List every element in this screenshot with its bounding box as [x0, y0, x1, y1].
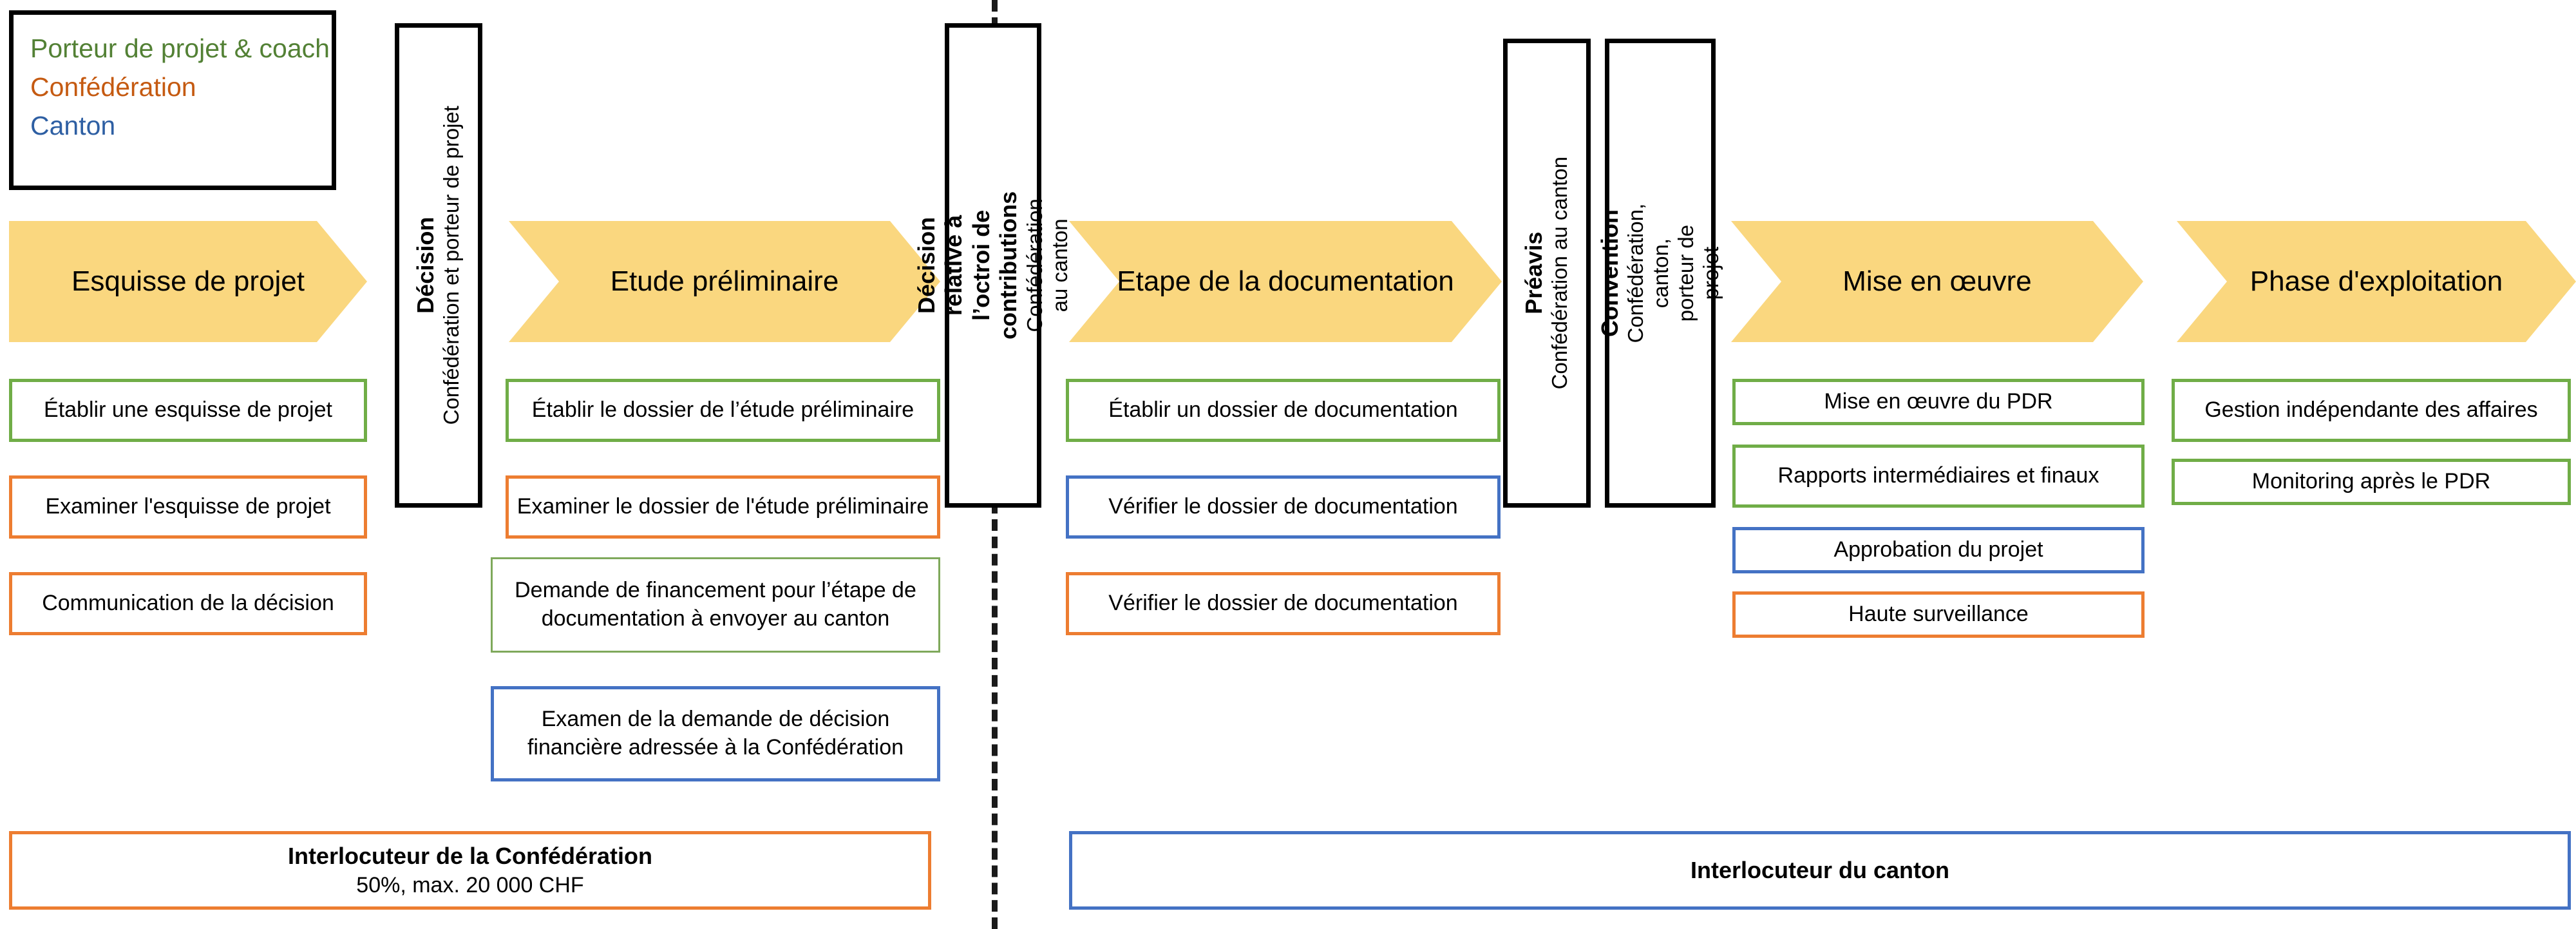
- gate-box-preavis: Préavis Confédération au canton: [1503, 39, 1591, 508]
- legend-item-canton: Canton: [30, 111, 116, 140]
- task-box[interactable]: Haute surveillance: [1732, 591, 2145, 638]
- phase-arrow-label: Etude préliminaire: [610, 265, 839, 298]
- task-box[interactable]: Examen de la demande de décision financi…: [491, 686, 940, 781]
- gate-subtitle: Confédération, canton, porteur de projet: [1624, 203, 1723, 343]
- task-box[interactable]: Établir le dossier de l’étude préliminai…: [506, 379, 940, 442]
- footer-title: Interlocuteur du canton: [1690, 856, 1949, 883]
- footer-subtitle: 50%, max. 20 000 CHF: [356, 873, 584, 898]
- gate-subtitle: Confédération au canton: [1023, 198, 1072, 332]
- task-box[interactable]: Demande de financement pour l’étape de d…: [491, 557, 940, 653]
- task-box[interactable]: Vérifier le dossier de documentation: [1066, 475, 1501, 539]
- footer-title: Interlocuteur de la Confédération: [287, 842, 653, 869]
- phase-arrow-label: Esquisse de projet: [71, 265, 305, 298]
- gate-title: Décision: [412, 216, 439, 314]
- task-box[interactable]: Communication de la décision: [9, 572, 367, 635]
- task-box[interactable]: Mise en œuvre du PDR: [1732, 379, 2145, 425]
- phase-arrow-mise-en-oeuvre[interactable]: Mise en œuvre: [1731, 221, 2143, 342]
- phase-arrow-esquisse[interactable]: Esquisse de projet: [9, 221, 367, 342]
- task-box[interactable]: Monitoring après le PDR: [2172, 459, 2571, 505]
- footer-bar-confederation[interactable]: Interlocuteur de la Confédération 50%, m…: [9, 831, 931, 910]
- task-box[interactable]: Approbation du projet: [1732, 527, 2145, 573]
- task-box[interactable]: Rapports intermédiaires et finaux: [1732, 445, 2145, 508]
- task-box[interactable]: Gestion indépendante des affaires: [2172, 379, 2571, 442]
- gate-title: Convention: [1596, 209, 1623, 337]
- legend-item-porteur: Porteur de projet & coach: [30, 34, 330, 63]
- task-box[interactable]: Examiner le dossier de l'étude prélimina…: [506, 475, 940, 539]
- gate-subtitle: Confédération et porteur de projet: [439, 106, 464, 425]
- phase-arrow-exploitation[interactable]: Phase d'exploitation: [2177, 221, 2576, 342]
- gate-box-decision: Décision Confédération et porteur de pro…: [395, 23, 482, 508]
- task-box[interactable]: Examiner l'esquisse de projet: [9, 475, 367, 539]
- gate-subtitle: Confédération au canton: [1548, 157, 1572, 390]
- phase-arrow-label: Phase d'exploitation: [2249, 265, 2503, 298]
- phase-arrow-label: Etape de la documentation: [1117, 265, 1454, 298]
- task-box[interactable]: Établir une esquisse de projet: [9, 379, 367, 442]
- task-box[interactable]: Vérifier le dossier de documentation: [1066, 572, 1501, 635]
- legend-box: Porteur de projet & coach Confédération …: [9, 10, 336, 190]
- gate-box-convention: Convention Confédération, canton, porteu…: [1596, 39, 1723, 508]
- gate-title: Préavis: [1520, 231, 1548, 315]
- legend-item-confederation: Confédération: [30, 72, 196, 102]
- footer-bar-canton[interactable]: Interlocuteur du canton: [1069, 831, 2571, 910]
- gate-box-decision-contributions: Décision relative à l’octroi de contribu…: [913, 23, 1072, 508]
- phase-arrow-etude[interactable]: Etude préliminaire: [509, 221, 940, 342]
- phase-arrow-label: Mise en œuvre: [1842, 265, 2032, 298]
- gate-title: Décision relative à l’octroi de contribu…: [913, 191, 1022, 340]
- task-box[interactable]: Établir un dossier de documentation: [1066, 379, 1501, 442]
- phase-arrow-documentation[interactable]: Etape de la documentation: [1069, 221, 1502, 342]
